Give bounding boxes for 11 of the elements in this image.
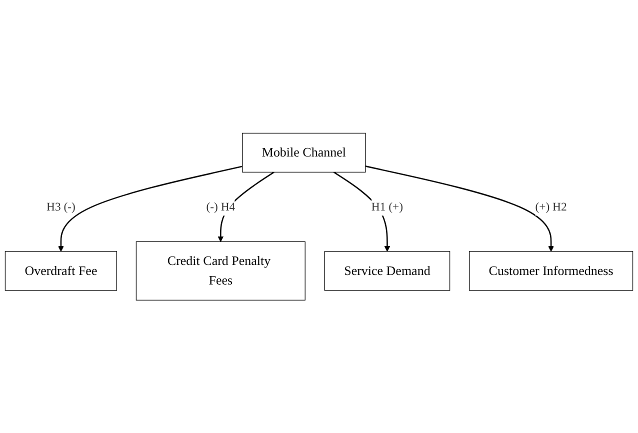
edge-label: (-) H4 <box>206 200 236 213</box>
node-box: Service Demand <box>324 250 450 291</box>
node-box: Overdraft Fee <box>4 250 118 291</box>
node-box: Customer Informedness <box>468 250 634 291</box>
arrow <box>58 166 243 252</box>
edge-label: (+) H2 <box>535 200 567 213</box>
edge-label: H3 (-) <box>46 200 76 213</box>
node-box: Credit Card Penalty Fees <box>136 241 306 300</box>
arrow <box>365 165 554 252</box>
node-box: Mobile Channel <box>242 132 366 172</box>
edge-label: H1 (+) <box>371 200 404 213</box>
